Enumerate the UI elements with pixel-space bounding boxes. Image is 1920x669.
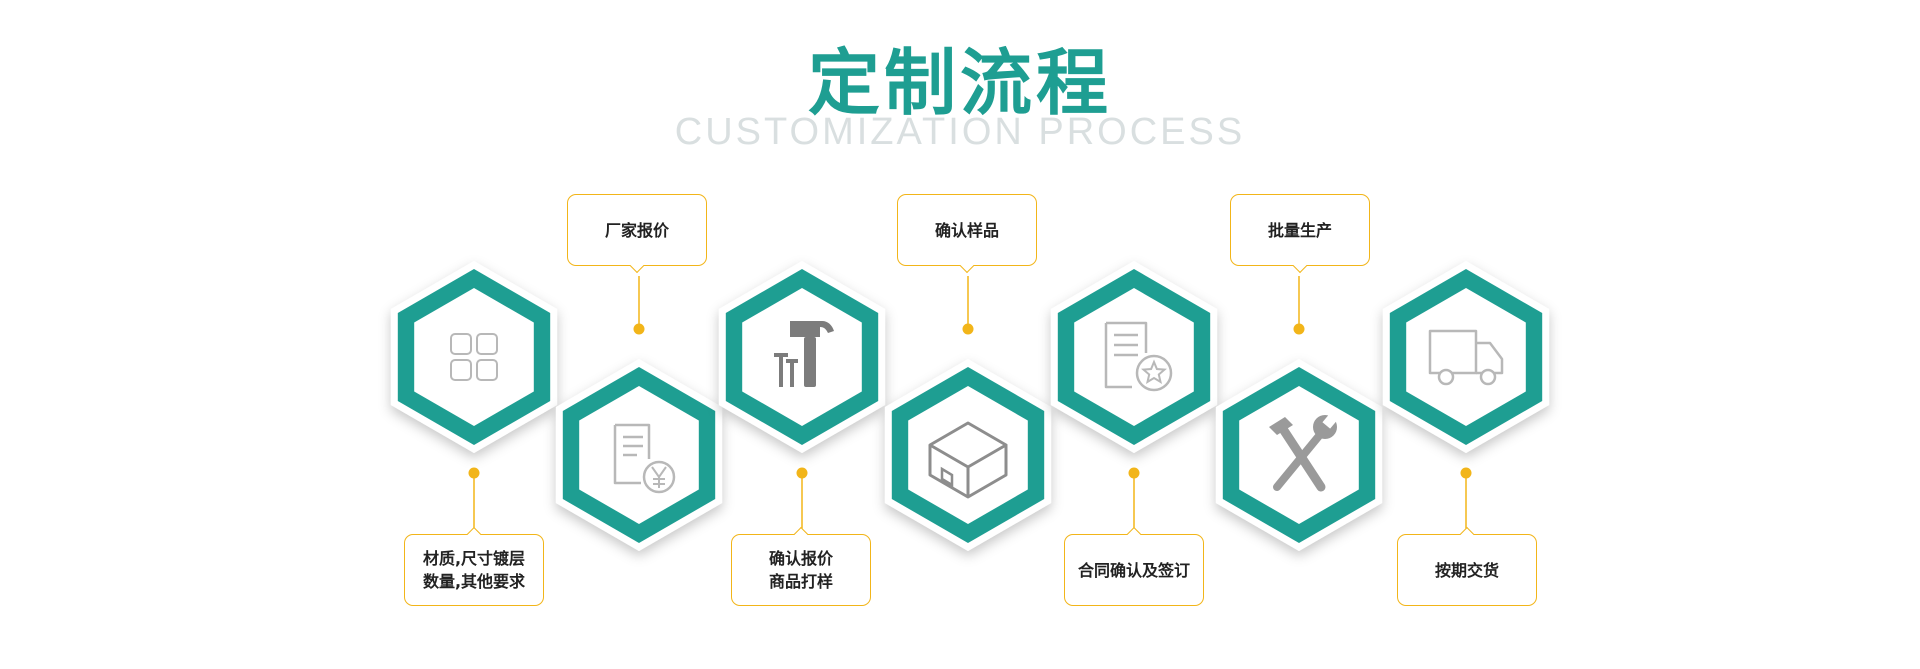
step-3-label: 确认报价 商品打样 (731, 534, 871, 606)
step-1-connector (468, 467, 480, 532)
grid-apps-icon (450, 333, 498, 381)
document-star-icon (1104, 321, 1173, 392)
invoice-yen-icon (613, 423, 676, 494)
step-7-connector (1460, 467, 1472, 532)
step-2-text: 厂家报价 (604, 220, 669, 240)
step-1-text: 材质,尺寸镀层 数量,其他要求 (422, 549, 526, 591)
step-1-hexagon (390, 261, 558, 453)
box-icon (928, 421, 1008, 499)
step-6-hexagon (1215, 359, 1383, 551)
step-3-text: 确认报价 商品打样 (768, 549, 833, 591)
step-4-connector (962, 276, 974, 335)
step-7-hexagon (1382, 261, 1550, 453)
step-2-connector (633, 276, 645, 335)
step-4-hexagon (884, 359, 1052, 551)
hammer-wrench-icon (1269, 411, 1340, 492)
step-3-hexagon (718, 261, 886, 453)
step-5-hexagon (1050, 261, 1218, 453)
step-4-text: 确认样品 (934, 220, 999, 240)
step-1-label: 材质,尺寸镀层 数量,其他要求 (404, 534, 544, 606)
step-3-connector (796, 467, 808, 532)
step-5-label: 合同确认及签订 (1064, 534, 1204, 606)
step-5-text: 合同确认及签订 (1077, 560, 1190, 580)
step-4-label: 确认样品 (897, 194, 1037, 266)
step-6-text: 批量生产 (1267, 220, 1332, 240)
step-7-label: 按期交货 (1397, 534, 1537, 606)
step-5-connector (1128, 467, 1140, 532)
step-2-hexagon (555, 359, 723, 551)
page-title: 定制流程 (807, 41, 1112, 125)
hammer-nails-icon (774, 321, 834, 387)
step-6-label: 批量生产 (1230, 194, 1370, 266)
step-6-connector (1293, 276, 1305, 335)
page-subtitle: CUSTOMIZATION PROCESS (674, 111, 1246, 153)
truck-icon (1428, 329, 1504, 386)
step-2-label: 厂家报价 (567, 194, 707, 266)
step-7-text: 按期交货 (1434, 560, 1499, 580)
